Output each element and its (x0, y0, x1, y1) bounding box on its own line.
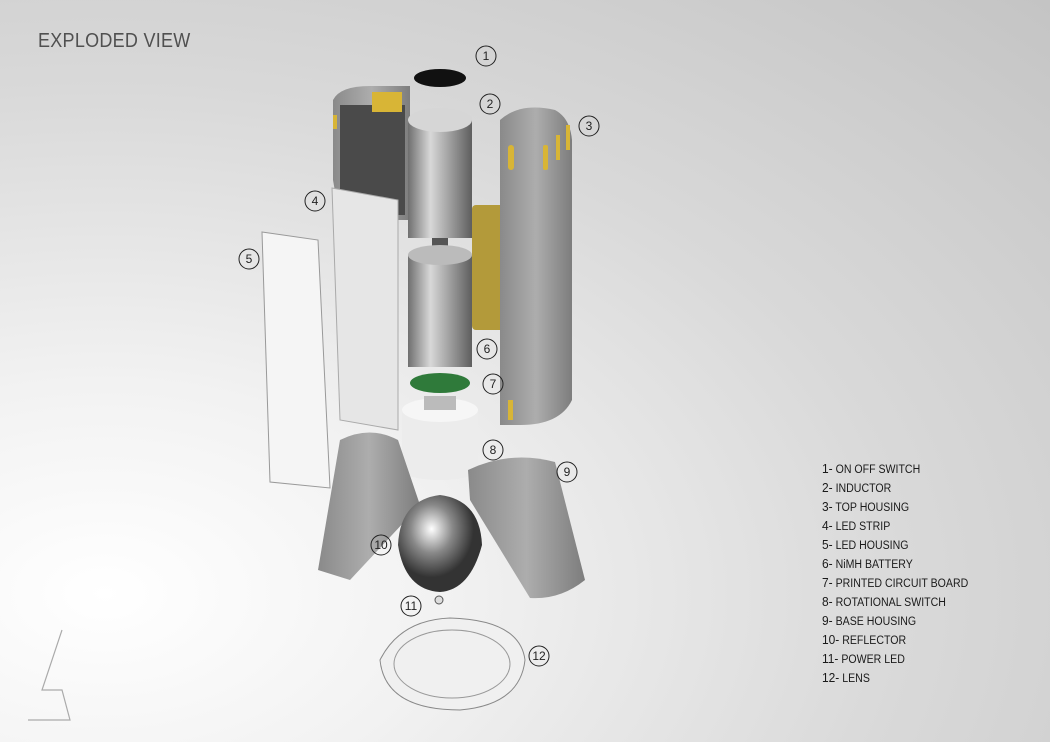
legend-number: 2- (822, 480, 833, 495)
legend-label: BASE HOUSING (835, 616, 917, 628)
legend-label: ON OFF SWITCH (835, 464, 921, 476)
callout-circle (475, 45, 497, 67)
reflector (398, 495, 482, 592)
callout-circle (400, 595, 422, 617)
legend-label: LED HOUSING (835, 540, 909, 552)
legend-label: ROTATIONAL SWITCH (835, 597, 946, 609)
legend-item: 1- ON OFF SWITCH (822, 459, 968, 478)
callout-circle (556, 461, 578, 483)
callout-circle (482, 439, 504, 461)
callout-4: 4 (304, 190, 326, 212)
led-strip (331, 187, 399, 431)
legend-item: 9- BASE HOUSING (822, 611, 968, 630)
callout-circle (370, 534, 392, 556)
callout-number: 10 (374, 538, 388, 552)
legend-label: PRINTED CIRCUIT BOARD (835, 578, 969, 590)
callout-circle (528, 645, 550, 667)
callout-number: 4 (312, 194, 319, 208)
legend-item: 6- NiMH BATTERY (822, 554, 968, 573)
callout-number: 1 (483, 49, 490, 63)
legend-item: 11- POWER LED (822, 649, 968, 668)
callout-10: 10 (370, 534, 392, 556)
base-housing-right (468, 457, 585, 599)
legend-item: 3- TOP HOUSING (822, 497, 968, 516)
callout-circle (304, 190, 326, 212)
legend-item: 4- LED STRIP (822, 516, 968, 535)
callout-12: 12 (528, 645, 550, 667)
callout-number: 3 (586, 119, 593, 133)
callout-6: 6 (476, 338, 498, 360)
power-led (434, 595, 444, 605)
lens (379, 617, 526, 711)
callout-number: 6 (484, 342, 491, 356)
legend-number: 5- (822, 537, 833, 552)
legend-number: 9- (822, 613, 833, 628)
nimh-battery (408, 255, 472, 367)
legend-number: 7- (822, 575, 833, 590)
callout-circle (482, 373, 504, 395)
inductor-coil (472, 205, 504, 330)
callout-number: 12 (532, 649, 546, 663)
callout-number: 9 (564, 465, 571, 479)
legend-item: 10- REFLECTOR (822, 630, 968, 649)
callout-3: 3 (578, 115, 600, 137)
brand-logo (28, 629, 71, 721)
callout-number: 8 (490, 443, 497, 457)
legend-label: LED STRIP (835, 521, 891, 533)
legend-label: POWER LED (841, 654, 905, 666)
legend-number: 8- (822, 594, 833, 609)
callout-circle (238, 248, 260, 270)
callout-2: 2 (479, 93, 501, 115)
legend-number: 1- (822, 461, 833, 476)
callout-circle (578, 115, 600, 137)
legend-item: 8- ROTATIONAL SWITCH (822, 592, 968, 611)
led-housing (261, 231, 331, 489)
legend-label: REFLECTOR (842, 635, 907, 647)
legend-label: INDUCTOR (835, 483, 892, 495)
legend-number: 11- (822, 651, 839, 666)
callout-5: 5 (238, 248, 260, 270)
callout-number: 11 (405, 599, 418, 613)
callout-number: 7 (490, 377, 497, 391)
callout-circle (479, 93, 501, 115)
legend-number: 3- (822, 499, 833, 514)
callout-11: 11 (400, 595, 422, 617)
legend-label: TOP HOUSING (835, 502, 910, 514)
legend-number: 6- (822, 556, 833, 571)
inductor (408, 120, 472, 238)
legend-number: 4- (822, 518, 833, 533)
callout-9: 9 (556, 461, 578, 483)
legend-label: NiMH BATTERY (835, 559, 913, 571)
callout-number: 5 (246, 252, 253, 266)
callout-number: 2 (487, 97, 494, 111)
legend-label: LENS (842, 673, 870, 685)
legend-item: 12- LENS (822, 668, 968, 687)
callout-circle (476, 338, 498, 360)
callout-1: 1 (475, 45, 497, 67)
callout-8: 8 (482, 439, 504, 461)
on-off-switch (414, 69, 466, 87)
legend-item: 2- INDUCTOR (822, 478, 968, 497)
pcb (410, 373, 470, 393)
legend-number: 10- (822, 632, 840, 647)
callout-7: 7 (482, 373, 504, 395)
page-title: EXPLODED VIEW (38, 30, 191, 52)
base-housing-left (318, 432, 420, 580)
legend-item: 5- LED HOUSING (822, 535, 968, 554)
top-housing-right (500, 107, 572, 426)
legend-item: 7- PRINTED CIRCUIT BOARD (822, 573, 968, 592)
legend-number: 12- (822, 670, 840, 685)
